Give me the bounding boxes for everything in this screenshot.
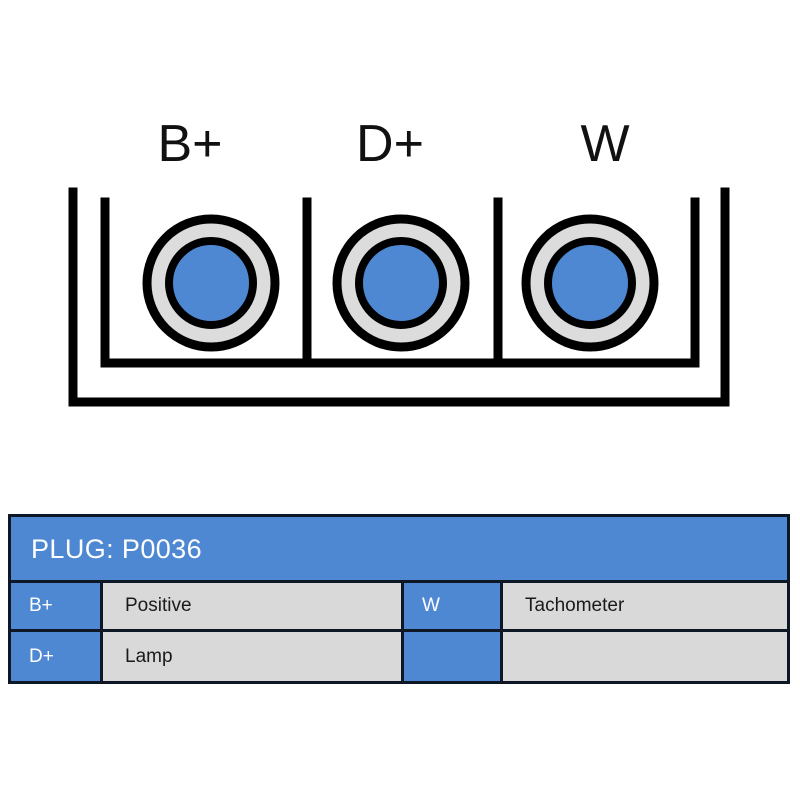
housing-outer-shell: [68, 187, 730, 407]
pin-label-cell-empty: [404, 632, 503, 681]
pinout-table: PLUG: P0036 B+ Positive W Tachometer D+ …: [8, 514, 790, 684]
pin-label-cell-b-plus: B+: [11, 583, 103, 629]
plug-id-header: PLUG: P0036: [11, 517, 787, 583]
pin-function-cell-d-plus: Lamp: [103, 632, 404, 681]
connector-diagram: B+ D+ W: [68, 115, 730, 407]
terminal-core-w: [544, 237, 636, 329]
terminal-label-b-plus: B+: [157, 115, 223, 173]
pin-function-cell-w: Tachometer: [503, 583, 787, 629]
terminal-label-d-plus: D+: [356, 115, 424, 173]
terminal-socket-d-plus: [332, 214, 470, 352]
terminal-core-d-plus: [355, 237, 447, 329]
pin-label-cell-d-plus: D+: [11, 632, 103, 681]
housing-inner-shell: [100, 197, 700, 368]
pinout-table-body: B+ Positive W Tachometer D+ Lamp: [11, 583, 787, 681]
table-row: D+ Lamp: [11, 632, 787, 681]
pin-label-cell-w: W: [404, 583, 503, 629]
terminal-socket-w: [521, 214, 659, 352]
terminal-core-b-plus: [165, 237, 257, 329]
connector-housing-graphic: [68, 187, 730, 407]
pin-function-cell-b-plus: Positive: [103, 583, 404, 629]
pin-function-cell-empty: [503, 632, 787, 681]
table-row: B+ Positive W Tachometer: [11, 583, 787, 632]
terminal-label-w: W: [580, 115, 630, 173]
terminal-socket-b-plus: [142, 214, 280, 352]
